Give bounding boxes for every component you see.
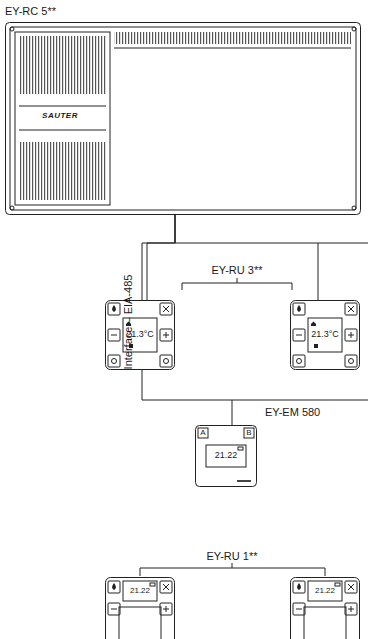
bus-line — [318, 243, 368, 244]
room-operating-unit: 21.22 — [105, 577, 175, 639]
bus-line — [232, 400, 368, 401]
controller-housing: EY-RC 5**SAUTER — [5, 22, 361, 215]
room-operating-unit: 21.3°C — [290, 300, 360, 370]
display-reading: 21.3°C — [300, 329, 350, 340]
room-operating-unit: 21.3°C — [105, 300, 175, 370]
bus-wire — [175, 215, 318, 300]
button-letter: A — [198, 428, 208, 438]
group-bracket — [182, 278, 292, 290]
group-bracket — [140, 563, 325, 576]
display-reading: 21.22 — [123, 586, 157, 596]
room-operating-unit: 21.22 — [290, 577, 360, 639]
display-reading: 21.22 — [308, 586, 342, 596]
display-reading: 21.22 — [206, 450, 246, 461]
group-label: EY-RU 3** — [187, 263, 287, 277]
interface-label: Interface – EIA-485 — [121, 242, 135, 402]
display-unit: EY-EM 580AB21.22 — [195, 425, 257, 487]
button-letter: B — [244, 428, 254, 438]
brand-logo: SAUTER — [25, 111, 95, 121]
group-label: EY-RU 1** — [182, 549, 282, 563]
device-label: EY-EM 580 — [265, 406, 345, 419]
device-label: EY-RC 5** — [5, 5, 125, 18]
bus-wire — [147, 215, 175, 300]
